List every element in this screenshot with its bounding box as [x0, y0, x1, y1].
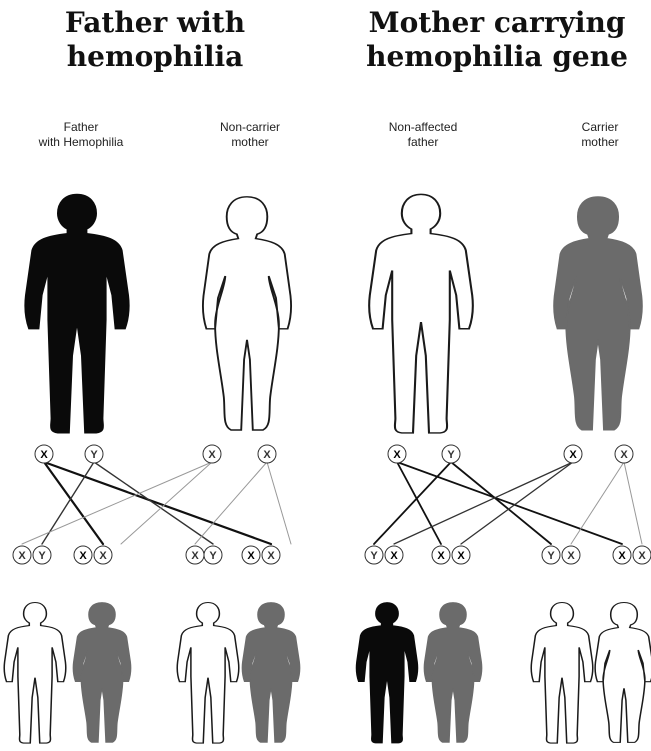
- svg-text:Y: Y: [209, 550, 217, 562]
- parent-3-allele-2: Y: [442, 445, 460, 463]
- carrier-mother-figure: [554, 197, 642, 430]
- offspring-left-4-daughter-figure: [242, 602, 300, 742]
- parent-1-allele-2: Y: [85, 445, 103, 463]
- parent-figures: [25, 194, 642, 433]
- svg-text:X: X: [247, 550, 255, 562]
- parent-3-allele-1: X: [388, 445, 406, 463]
- svg-text:Y: Y: [90, 449, 98, 461]
- offspring-right-1-son-figure: [356, 602, 418, 743]
- non-carrier-mother-figure: [203, 197, 291, 430]
- offspring-right-1-allele-2: X: [385, 546, 403, 564]
- svg-text:X: X: [569, 449, 577, 461]
- offspring-left-1-son-figure: [4, 602, 66, 743]
- offspring-right-3-allele-1: Y: [542, 546, 560, 564]
- svg-text:Y: Y: [370, 550, 378, 562]
- offspring-left-2-daughter-figure: [73, 602, 131, 742]
- svg-text:X: X: [567, 550, 575, 562]
- offspring-right-2-allele-1: X: [432, 546, 450, 564]
- svg-text:X: X: [191, 550, 199, 562]
- svg-text:X: X: [18, 550, 26, 562]
- offspring-right-2-allele-2: X: [452, 546, 470, 564]
- offspring-figures: [4, 602, 651, 743]
- svg-text:Y: Y: [447, 449, 455, 461]
- offspring-left-1-allele-1: X: [13, 546, 31, 564]
- parent-4-allele-2: X: [615, 445, 633, 463]
- svg-text:X: X: [390, 550, 398, 562]
- offspring-right-1-allele-1: Y: [365, 546, 383, 564]
- parent-2-allele-2: X: [258, 445, 276, 463]
- svg-text:X: X: [99, 550, 107, 562]
- offspring-right-3-son-figure: [531, 602, 593, 743]
- svg-text:X: X: [638, 550, 646, 562]
- offspring-right-3-allele-2: X: [562, 546, 580, 564]
- svg-text:X: X: [208, 449, 216, 461]
- offspring-left-4-allele-1: X: [242, 546, 260, 564]
- father-with-hemophilia-figure: [25, 194, 129, 433]
- offspring-left-3-allele-1: X: [186, 546, 204, 564]
- non-affected-father-figure: [369, 194, 473, 433]
- svg-text:X: X: [40, 449, 48, 461]
- svg-text:Y: Y: [547, 550, 555, 562]
- svg-text:Y: Y: [38, 550, 46, 562]
- svg-text:X: X: [393, 449, 401, 461]
- svg-text:X: X: [263, 449, 271, 461]
- offspring-left-2-allele-2: X: [94, 546, 112, 564]
- inheritance-lines: [22, 462, 642, 544]
- offspring-right-2-daughter-figure: [424, 602, 482, 742]
- offspring-right-4-daughter-figure: [595, 602, 651, 742]
- offspring-right-4-allele-2: X: [633, 546, 651, 564]
- parent-1-allele-1: X: [35, 445, 53, 463]
- offspring-left-3-son-figure: [177, 602, 239, 743]
- svg-text:X: X: [618, 550, 626, 562]
- offspring-left-1-allele-2: Y: [33, 546, 51, 564]
- parent-2-allele-1: X: [203, 445, 221, 463]
- svg-text:X: X: [437, 550, 445, 562]
- offspring-left-2-allele-1: X: [74, 546, 92, 564]
- offspring-left-4-allele-2: X: [262, 546, 280, 564]
- svg-text:X: X: [267, 550, 275, 562]
- offspring-right-4-allele-1: X: [613, 546, 631, 564]
- svg-text:X: X: [79, 550, 87, 562]
- offspring-left-3-allele-2: Y: [204, 546, 222, 564]
- svg-text:X: X: [620, 449, 628, 461]
- parent-4-allele-1: X: [564, 445, 582, 463]
- svg-text:X: X: [457, 550, 465, 562]
